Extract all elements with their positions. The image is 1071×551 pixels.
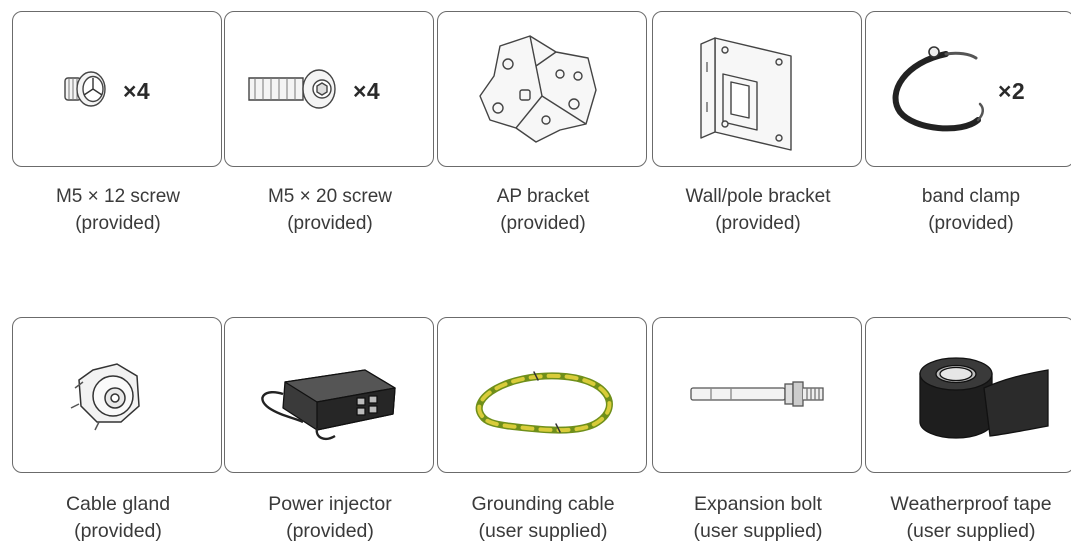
item-note: (provided) [286, 520, 374, 542]
item-caption: band clamp (provided) [851, 183, 1071, 237]
power-injector-icon [261, 369, 396, 440]
item-name: Expansion bolt [694, 493, 822, 515]
item-note: (provided) [74, 520, 162, 542]
item-name: Weatherproof tape [890, 493, 1052, 515]
quantity-label: ×2 [998, 78, 1026, 104]
item-note: (user supplied) [906, 520, 1036, 542]
item-caption: Power injector (provided) [210, 491, 450, 545]
item-image-frame [865, 317, 1071, 473]
quantity-label: ×4 [353, 78, 381, 104]
item-caption: Wall/pole bracket (provided) [638, 183, 878, 237]
item-name: Cable gland [65, 493, 171, 515]
item-note: (user supplied) [478, 520, 608, 542]
m5x12-screw-icon [64, 71, 106, 107]
band-clamp-icon [892, 46, 984, 132]
grounding-cable-icon [475, 371, 613, 434]
item-caption: M5 × 20 screw (provided) [210, 183, 450, 237]
quantity-label: ×4 [123, 78, 151, 104]
item-caption: Expansion bolt (user supplied) [638, 491, 878, 545]
item-note: (provided) [500, 213, 586, 234]
item-image-frame: ×4 [12, 11, 222, 167]
item-image-frame [224, 317, 434, 473]
item-caption: AP bracket (provided) [423, 183, 663, 237]
item-caption: M5 × 12 screw (provided) [0, 183, 238, 237]
item-name: Power injector [268, 493, 392, 515]
expansion-bolt-icon [690, 381, 824, 407]
m5x20-screw-icon [248, 69, 336, 109]
item-caption: Cable gland (provided) [0, 491, 238, 545]
item-note: (provided) [928, 213, 1014, 234]
item-image-frame [437, 11, 647, 167]
item-image-frame [652, 11, 862, 167]
cable-gland-icon [70, 363, 140, 431]
item-image-frame: ×4 [224, 11, 434, 167]
item-image-frame: ×2 [865, 11, 1071, 167]
item-note: (provided) [715, 213, 801, 234]
item-name: band clamp [921, 186, 1021, 207]
item-name: Grounding cable [471, 493, 615, 515]
item-note: (provided) [287, 213, 373, 234]
item-name: M5 × 20 screw [267, 186, 393, 207]
item-image-frame [437, 317, 647, 473]
item-caption: Grounding cable (user supplied) [423, 491, 663, 545]
item-name: M5 × 12 screw [55, 186, 181, 207]
weatherproof-tape-icon [919, 357, 1049, 439]
item-image-frame [652, 317, 862, 473]
item-caption: Weatherproof tape (user supplied) [851, 491, 1071, 545]
item-image-frame [12, 317, 222, 473]
item-name: Wall/pole bracket [685, 186, 831, 207]
ap-bracket-icon [479, 35, 597, 143]
wall-pole-bracket-icon [700, 37, 792, 151]
item-note: (provided) [75, 213, 161, 234]
item-note: (user supplied) [693, 520, 823, 542]
item-name: AP bracket [496, 186, 590, 207]
